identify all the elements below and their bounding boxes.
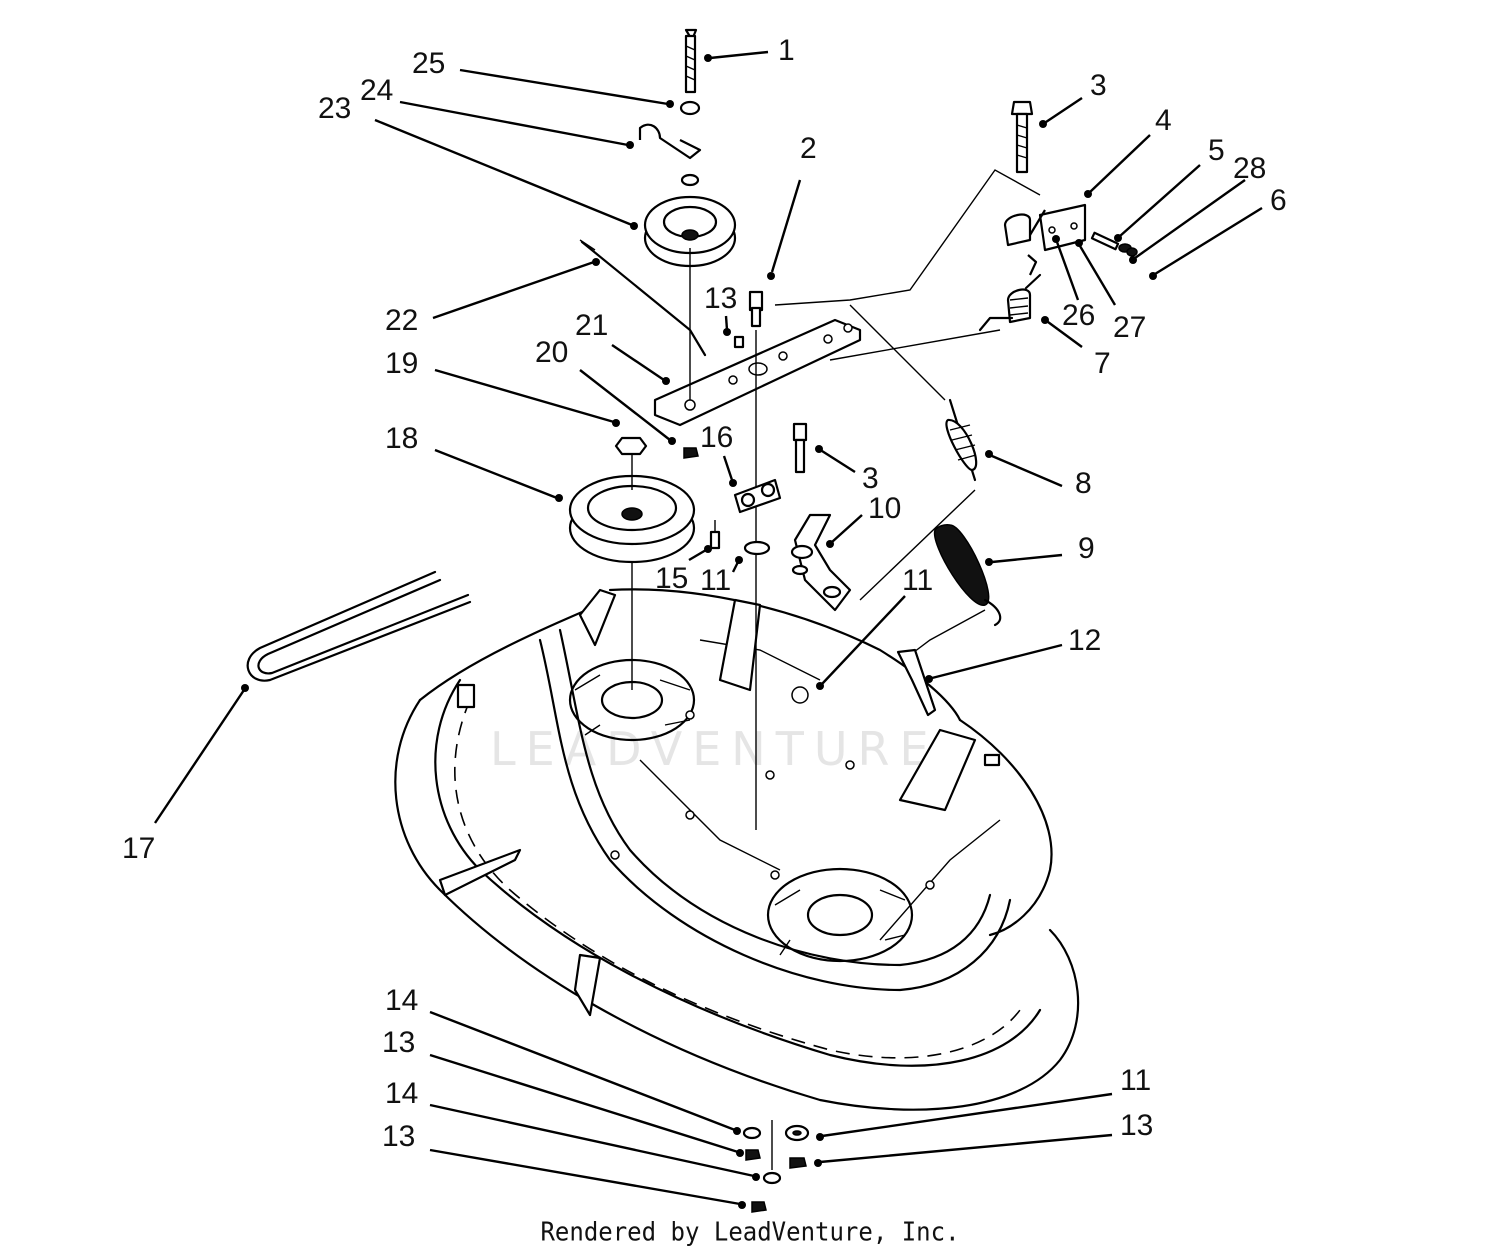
idler-arm-plate	[653, 169, 1041, 427]
footer-credit: Rendered by LeadVenture, Inc.	[0, 1217, 1500, 1247]
drive-belt	[246, 570, 472, 682]
callout-24: 24	[360, 74, 393, 107]
callout-5: 5	[1208, 134, 1225, 167]
callout-13-b: 13	[382, 1026, 415, 1059]
callout-labels: 1 25 24 23 2 3 4 5 28 6 26 27 7 22 13 21…	[122, 34, 1287, 1153]
callout-19: 19	[385, 347, 418, 380]
callout-17: 17	[122, 832, 155, 865]
callout-20: 20	[535, 336, 568, 369]
footer-credit-text: Rendered by LeadVenture, Inc.	[540, 1216, 960, 1248]
callout-11-mid: 11	[700, 564, 731, 597]
callout-11-bottom: 11	[1120, 1064, 1151, 1097]
callout-3-mid: 3	[862, 462, 879, 495]
nuts	[614, 436, 699, 459]
bracket-12	[896, 648, 937, 717]
callout-4: 4	[1155, 104, 1172, 137]
bracket-10	[790, 422, 852, 612]
bottom-hardware	[742, 1120, 810, 1213]
callout-1: 1	[778, 34, 795, 67]
callout-14-b: 14	[385, 1077, 418, 1110]
callout-22: 22	[385, 304, 418, 337]
watermark-text: LEADVENTURE	[490, 722, 939, 776]
callout-10: 10	[868, 492, 901, 525]
callout-25: 25	[412, 47, 445, 80]
callout-8: 8	[1075, 467, 1092, 500]
spindle-bracket	[709, 478, 782, 556]
callout-9: 9	[1078, 532, 1095, 565]
callout-13-c: 13	[382, 1120, 415, 1153]
callout-27: 27	[1113, 311, 1146, 344]
callout-18: 18	[385, 422, 418, 455]
springs	[859, 398, 1002, 656]
callout-2: 2	[800, 132, 817, 165]
callout-3-top: 3	[1090, 69, 1107, 102]
callout-13-top: 13	[704, 282, 737, 315]
callout-12: 12	[1068, 624, 1101, 657]
callout-23: 23	[318, 92, 351, 125]
callout-26: 26	[1062, 299, 1095, 332]
callout-14-a: 14	[385, 984, 418, 1017]
callout-15: 15	[655, 562, 688, 595]
drive-pulley	[568, 455, 696, 690]
callout-21: 21	[575, 309, 608, 342]
callout-13-d: 13	[1120, 1109, 1153, 1142]
callout-7: 7	[1094, 347, 1111, 380]
tension-rod	[579, 239, 707, 357]
callout-6: 6	[1270, 184, 1287, 217]
leader-lines	[154, 50, 1263, 1209]
callout-16: 16	[700, 421, 733, 454]
callout-28: 28	[1233, 152, 1266, 185]
clutch-assembly	[978, 100, 1138, 332]
mower-deck	[394, 588, 1080, 1111]
idler-pulley-assembly	[638, 28, 737, 400]
callout-11-right: 11	[902, 564, 933, 597]
top-bolts	[733, 290, 764, 830]
